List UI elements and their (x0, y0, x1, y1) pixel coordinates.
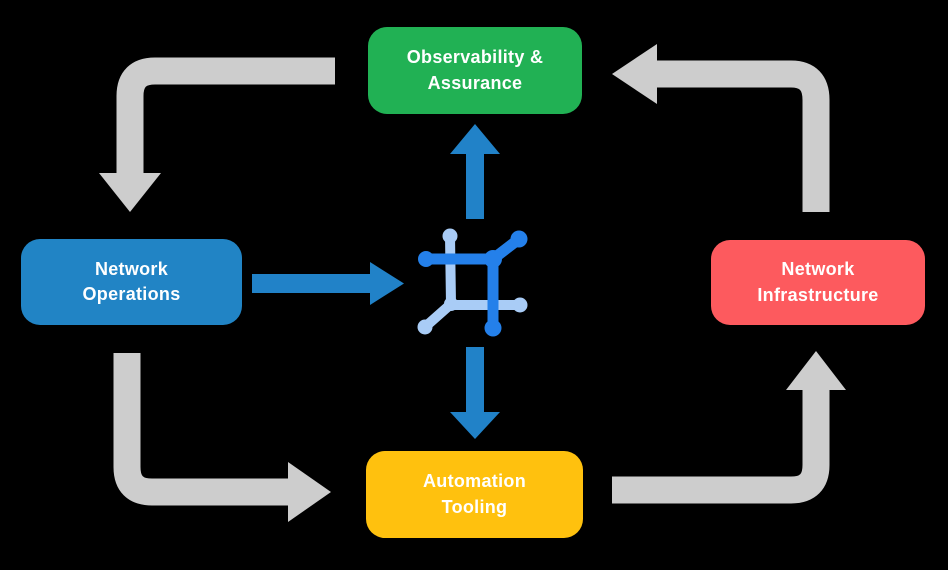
icon-light-nodes (417, 228, 528, 335)
gray-cycle-arrows (113, 57, 830, 506)
node-label-automation-tooling: Automation Tooling (423, 471, 526, 517)
arrow-automation-to-infrastructure (612, 389, 830, 504)
node-network-infrastructure: Network Infrastructure (711, 240, 925, 325)
arrowhead-left-icon (612, 44, 657, 104)
arrow-center-to-automation (450, 347, 500, 439)
arrow-operations-to-automation (113, 353, 289, 506)
node-label-network-infrastructure: Network Infrastructure (757, 259, 879, 305)
blue-flow-arrows (252, 124, 500, 439)
arrowhead-down-icon (99, 173, 161, 212)
node-label-network-operations: Network Operations (82, 258, 181, 304)
arrow-center-to-observability (450, 124, 500, 219)
arrowhead-up-icon (786, 351, 846, 390)
node-observability-assurance: Observability & Assurance (368, 27, 582, 114)
node-label-observability-assurance: Observability & Assurance (406, 47, 544, 93)
arrow-infrastructure-to-observability (656, 60, 830, 212)
icon-dark-nodes (418, 230, 528, 337)
gray-arrowheads (99, 44, 846, 522)
network-automation-icon (417, 228, 528, 337)
arrow-operations-to-center (252, 262, 404, 305)
arrowhead-right-icon (288, 462, 331, 522)
node-automation-tooling: Automation Tooling (366, 451, 583, 538)
arrow-observability-to-operations (116, 57, 335, 174)
node-network-operations: Network Operations (21, 239, 242, 325)
